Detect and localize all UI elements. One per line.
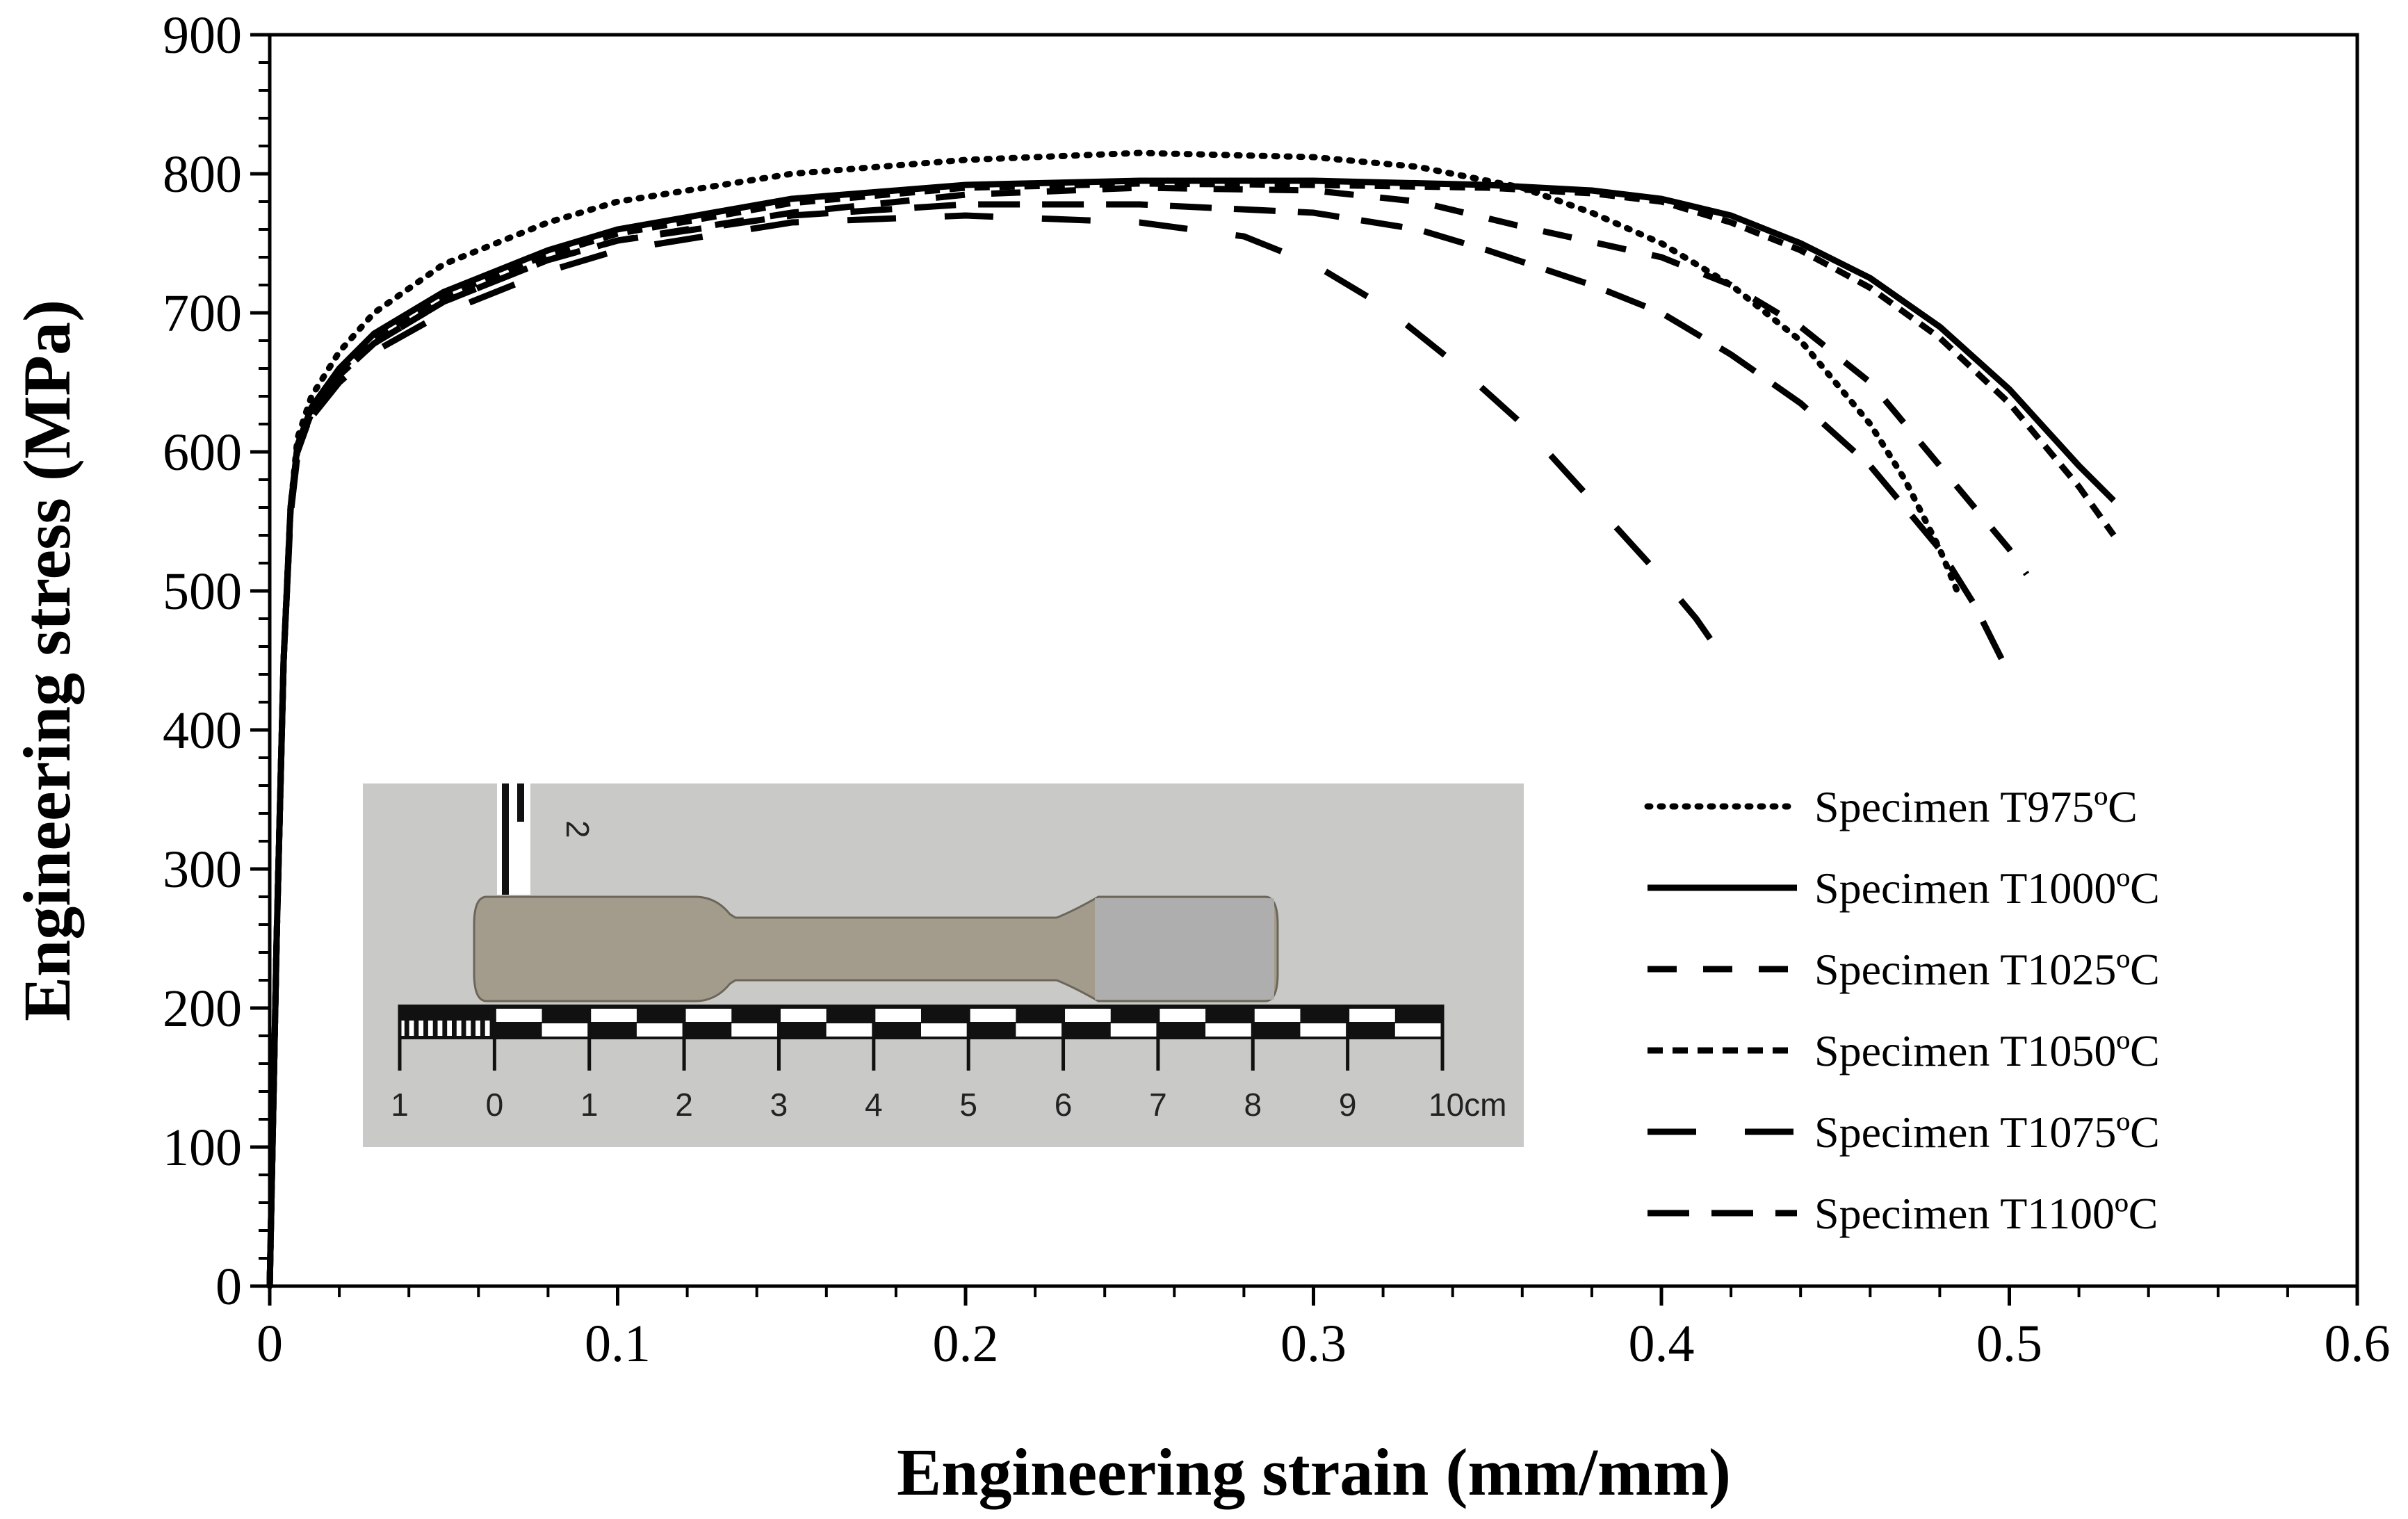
specimen-photo-inset: 2 1 0 1 2 3 4 5 6 7 8 9 10cm [363,783,1524,1147]
ruler-check [1347,1009,1395,1022]
ruler-mm-mark [409,1021,414,1036]
y-tick-label: 900 [163,6,242,65]
ruler-label: 6 [1055,1087,1073,1123]
y-tick-label: 800 [163,145,242,204]
y-axis-title: Engineering stress (MPa) [10,300,84,1021]
y-tick-label: 700 [163,284,242,343]
ruler-check [684,1009,732,1022]
x-axis-title: Engineering strain (mm/mm) [897,1435,1731,1509]
data-series-group [266,149,2117,1290]
x-tick-label: 0.2 [933,1315,999,1373]
ruler-label: 10cm [1429,1087,1506,1123]
ruler-label: 0 [486,1087,504,1123]
ruler-check-pattern [398,1005,1445,1071]
ruler-mm-mark [447,1021,452,1036]
y-tick-label: 300 [163,840,242,899]
ruler-label: 1 [391,1087,409,1123]
ruler-check [873,1009,921,1022]
ruler-mm-mark [400,1021,405,1036]
ruler-label: 9 [1339,1087,1357,1123]
axis-ticks [250,33,2359,1306]
x-tick-label: 0 [257,1315,283,1373]
ruler-labels: 1 0 1 2 3 4 5 6 7 8 9 10cm [391,1087,1506,1123]
ruler-check [542,1023,589,1037]
ruler-check [1394,1023,1442,1037]
legend-label-5: Specimen T1075ºC [1814,1107,2160,1157]
specimen-grip-right [1095,898,1274,1000]
legend-label-4: Specimen T1050ºC [1814,1026,2160,1075]
ruler-label: 8 [1244,1087,1262,1123]
ruler-check [1157,1009,1206,1022]
ruler-check [1300,1023,1348,1037]
ruler-mm-mark [456,1021,462,1036]
ruler-mm-mark [485,1021,490,1036]
vertical-ruler-mark [517,783,524,822]
series-line-4 [266,180,2117,1287]
ruler-check [1253,1009,1301,1022]
ruler-check [1110,1023,1158,1037]
ruler-check [1063,1009,1111,1022]
ruler-mm-mark [475,1021,480,1036]
legend-label-3: Specimen T1025ºC [1814,945,2160,994]
y-tick-label: 100 [163,1119,242,1177]
series-line-6 [266,201,2012,1287]
ruler-label: 5 [959,1087,977,1123]
x-tick-label: 0.5 [1976,1315,2042,1373]
x-tick-label: 0.4 [1629,1315,1695,1373]
x-tick-label: 0.1 [585,1315,651,1373]
ruler-mm-mark [428,1021,433,1036]
ruler-mm-mark [418,1021,424,1036]
ruler-label: 3 [770,1087,788,1123]
vertical-ruler-mark [502,783,509,895]
y-tick-label: 200 [163,980,242,1038]
legend-label-6: Specimen T1100ºC [1814,1189,2158,1238]
ruler-check [826,1023,874,1037]
y-tick-label: 500 [163,562,242,621]
y-tick-label: 600 [163,423,242,482]
vertical-ruler-label: 2 [560,820,596,838]
legend-label-1: Specimen T975ºC [1814,782,2138,831]
specimen-dogbone [473,895,1279,1002]
ruler-check [1205,1023,1253,1037]
ruler-mm-mark [466,1021,471,1036]
ruler-check [968,1009,1016,1022]
ruler-mm-mark [437,1021,443,1036]
ruler-label: 4 [865,1087,883,1123]
ruler-check [1016,1023,1064,1037]
series-line-5 [266,212,1716,1287]
y-tick-label: 400 [163,701,242,760]
ruler-check [731,1023,779,1037]
ruler-label: 2 [675,1087,693,1123]
ruler-check [779,1009,827,1022]
x-tick-label: 0.3 [1280,1315,1347,1373]
legend: Specimen T975ºC Specimen T1000ºC Specimen … [1644,782,2160,1238]
ruler-check [921,1023,969,1037]
x-tick-label: 0.6 [2325,1315,2391,1373]
y-tick-label: 0 [215,1258,242,1316]
ruler-label: 7 [1149,1087,1167,1123]
series-line-3 [266,184,2030,1287]
legend-label-2: Specimen T1000ºC [1814,863,2160,913]
ruler-label: 1 [580,1087,599,1123]
ruler-check [636,1023,685,1037]
ruler-check [494,1009,542,1022]
ruler-check [589,1009,637,1022]
